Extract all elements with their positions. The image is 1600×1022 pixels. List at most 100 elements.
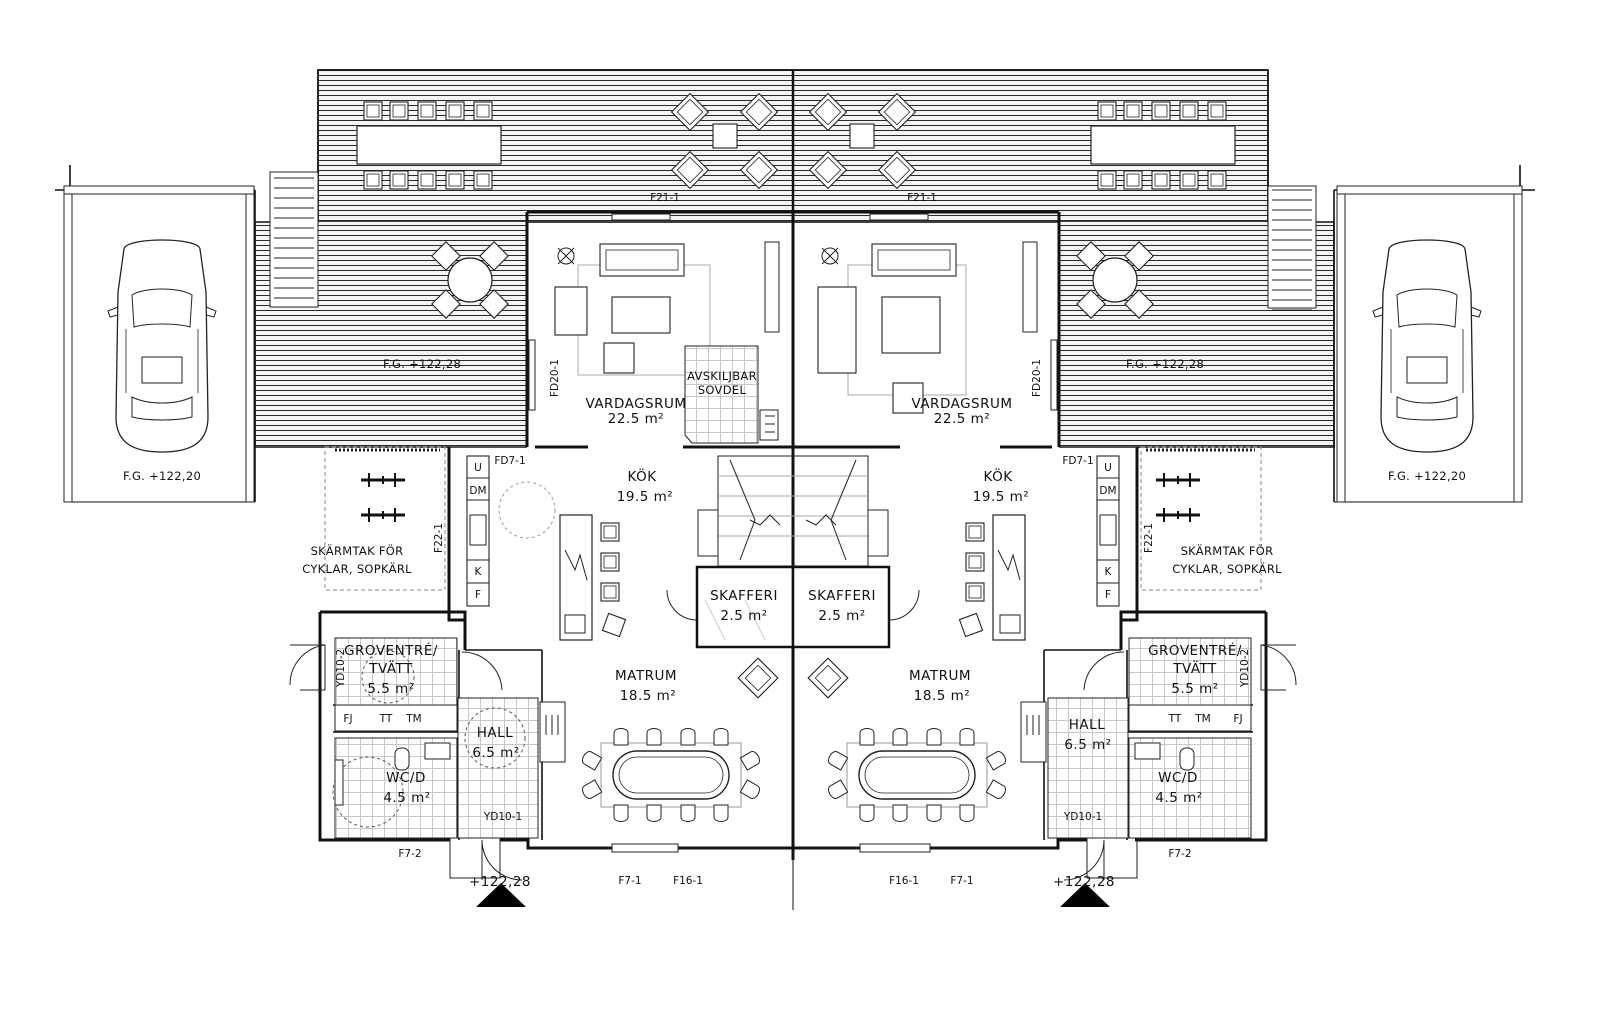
living-furniture-right xyxy=(817,241,1038,414)
deck-stairs-left xyxy=(269,171,319,308)
room-label-pantry-left: SKAFFERI xyxy=(710,588,778,604)
bicycle-icon xyxy=(359,471,407,489)
shelter-right xyxy=(1140,446,1262,591)
code-kitchen-door-right: FD7-1 xyxy=(1062,455,1093,467)
level-carport-right: F.G. +122,20 xyxy=(1388,469,1466,483)
dining-table-icon xyxy=(580,729,761,822)
deck-lounge-left xyxy=(670,92,779,190)
north-arrow-icon xyxy=(476,883,526,907)
sleep-label-line2: SOVDEL xyxy=(698,383,747,397)
shelter-label-right-1: SKÄRMTAK FÖR xyxy=(1181,542,1274,558)
code-dining-window-b-left: F16-1 xyxy=(673,875,703,887)
room-label-utility-left-1: GROVENTRÉ/ xyxy=(344,642,438,659)
bicycle-icon xyxy=(359,506,407,524)
room-label-living-right: VARDAGSRUM xyxy=(911,396,1012,412)
level-deck-right: F.G. +122,28 xyxy=(1126,357,1204,371)
appliance-washer-right: TT xyxy=(1168,713,1182,725)
dining-table-icon xyxy=(826,729,1007,822)
code-balcony-door-left: F21-1 xyxy=(650,192,680,204)
room-area-wc-left: 4.5 m² xyxy=(383,790,430,806)
car-icon xyxy=(107,239,217,453)
pantry-left xyxy=(666,565,795,649)
room-label-dining-right: MATRUM xyxy=(909,668,971,684)
room-label-living-left: VARDAGSRUM xyxy=(585,396,686,412)
level-entry-right: +122,28 xyxy=(1053,874,1115,890)
appliance-fridge-right: U xyxy=(1104,462,1112,474)
shelter-label-right-2: CYKLAR, SOPKÄRL xyxy=(1172,561,1282,576)
deck-table-left xyxy=(356,101,502,190)
code-patio-door-right: FD20-1 xyxy=(1031,359,1043,397)
carport-left xyxy=(55,165,256,503)
room-area-dining-left: 18.5 m² xyxy=(620,688,676,704)
room-label-wc-left: WC/D xyxy=(386,770,426,786)
carport-right xyxy=(1333,165,1535,503)
code-hall-door-right: YD10-1 xyxy=(1063,811,1102,823)
utility-left xyxy=(289,637,566,881)
code-kitchen-window-right: F22-1 xyxy=(1143,523,1155,553)
appliance-drying-cabinet-right: FJ xyxy=(1233,713,1242,725)
room-area-living-right: 22.5 m² xyxy=(934,411,990,427)
room-label-utility-right-2: TVÄTT xyxy=(1172,659,1217,677)
appliance-dishwasher-right: DM xyxy=(1099,485,1116,497)
shelter-left xyxy=(324,446,446,591)
room-label-kitchen-right: KÖK xyxy=(983,467,1013,485)
appliance-washer-left: TT xyxy=(379,713,393,725)
code-kitchen-door-left: FD7-1 xyxy=(494,455,525,467)
room-area-pantry-right: 2.5 m² xyxy=(818,608,865,624)
armchair-icon xyxy=(807,657,849,699)
room-area-pantry-left: 2.5 m² xyxy=(720,608,767,624)
code-wc-window-left: F7-2 xyxy=(398,848,421,860)
code-utility-door-right: YD10-2 xyxy=(1239,649,1251,688)
room-area-utility-right: 5.5 m² xyxy=(1171,681,1218,697)
appliance-dryer-right: TM xyxy=(1194,713,1210,725)
code-hall-door-left: YD10-1 xyxy=(483,811,522,823)
deck-stairs-right xyxy=(1267,185,1317,311)
appliance-cabinet-left: K xyxy=(475,566,483,578)
code-dining-window-b-right: F16-1 xyxy=(889,875,919,887)
central-stairs xyxy=(697,455,889,567)
shelter-label-left-2: CYKLAR, SOPKÄRL xyxy=(302,561,412,576)
code-dining-window-a-left: F7-1 xyxy=(618,875,641,887)
bicycle-icon xyxy=(1154,506,1202,524)
room-area-kitchen-left: 19.5 m² xyxy=(617,489,673,505)
appliance-drying-cabinet-left: FJ xyxy=(343,713,352,725)
living-furniture-left xyxy=(554,241,780,444)
appliance-dryer-left: TM xyxy=(405,713,421,725)
appliance-cabinet-right: K xyxy=(1105,566,1113,578)
code-dining-window-a-right: F7-1 xyxy=(950,875,973,887)
room-label-wc-right: WC/D xyxy=(1158,770,1198,786)
code-patio-door-left: FD20-1 xyxy=(549,359,561,397)
appliance-freezer-left: F xyxy=(475,589,481,601)
appliance-dishwasher-left: DM xyxy=(469,485,486,497)
room-area-hall-right: 6.5 m² xyxy=(1064,737,1111,753)
armchair-icon xyxy=(737,657,779,699)
code-kitchen-window-left: F22-1 xyxy=(433,523,445,553)
room-area-kitchen-right: 19.5 m² xyxy=(973,489,1029,505)
room-area-living-left: 22.5 m² xyxy=(608,411,664,427)
north-arrow-icon xyxy=(1060,883,1110,907)
room-label-kitchen-left: KÖK xyxy=(627,467,657,485)
room-label-hall-right: HALL xyxy=(1069,717,1105,733)
level-carport-left: F.G. +122,20 xyxy=(123,469,201,483)
room-area-utility-left: 5.5 m² xyxy=(367,681,414,697)
room-area-hall-left: 6.5 m² xyxy=(472,745,519,761)
code-wc-window-right: F7-2 xyxy=(1168,848,1191,860)
deck-table-right xyxy=(1090,101,1236,190)
sleep-label-line1: AVSKILJBAR xyxy=(687,369,757,383)
code-utility-door-left: YD10-2 xyxy=(335,649,347,688)
room-area-dining-right: 18.5 m² xyxy=(914,688,970,704)
pantry-right xyxy=(791,565,920,649)
bicycle-icon xyxy=(1154,471,1202,489)
appliance-freezer-right: F xyxy=(1105,589,1111,601)
room-label-dining-left: MATRUM xyxy=(615,668,677,684)
room-label-utility-right-1: GROVENTRÉ/ xyxy=(1148,642,1242,659)
room-label-utility-left-2: TVÄTT xyxy=(368,659,413,677)
kitchen-left xyxy=(466,455,627,641)
car-icon xyxy=(1372,239,1482,453)
room-label-pantry-right: SKAFFERI xyxy=(808,588,876,604)
windows xyxy=(528,213,1058,853)
level-deck-left: F.G. +122,28 xyxy=(383,357,461,371)
room-label-hall-left: HALL xyxy=(477,725,513,741)
code-balcony-door-right: F21-1 xyxy=(907,192,937,204)
